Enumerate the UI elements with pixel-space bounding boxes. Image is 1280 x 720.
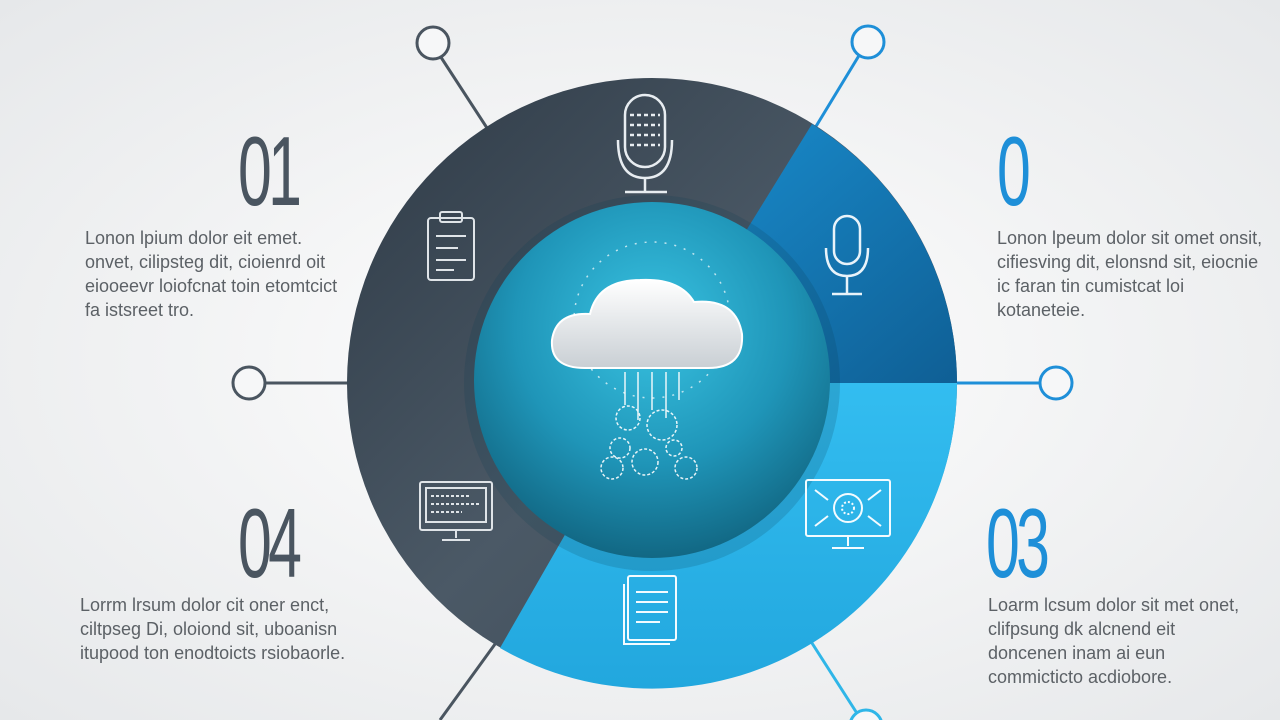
document-icon — [623, 575, 677, 645]
step-number-04: 04 — [238, 488, 302, 598]
step-description-02: Lonon lpeum dolor sit omet onsit, cifies… — [997, 228, 1263, 320]
step-number-02: 0 — [997, 116, 1031, 226]
connector-node-left — [231, 365, 267, 401]
monitor-chip-icon — [805, 479, 891, 549]
step-number-03: 03 — [986, 488, 1050, 598]
microphone-icon-right — [824, 214, 870, 296]
step-description-04: Lorrm lrsum dolor cit oner enct, ciltpse… — [80, 595, 346, 663]
connectors — [231, 24, 1074, 720]
connector-top-right — [813, 43, 868, 129]
connector-node-top-right — [850, 24, 886, 60]
step-description-03: Loarm lcsum dolor sit met onet, clifpsun… — [988, 595, 1240, 687]
step-description-01: Lonon lpium dolor eit emet. onvet, cilip… — [85, 228, 338, 320]
cloud-gears-icon — [550, 241, 744, 480]
connector-bottom-right — [808, 639, 862, 719]
connector-node-right — [1038, 365, 1074, 401]
step-number-01: 01 — [238, 116, 302, 226]
monitor-code-icon — [419, 481, 493, 541]
connector-top-left — [431, 44, 489, 129]
connector-node-top-left — [415, 25, 451, 61]
connector-node-bottom-right — [849, 708, 883, 720]
clipboard-icon — [427, 211, 475, 281]
microphone-icon-top — [616, 93, 674, 194]
connector-bottom-left — [438, 639, 500, 720]
